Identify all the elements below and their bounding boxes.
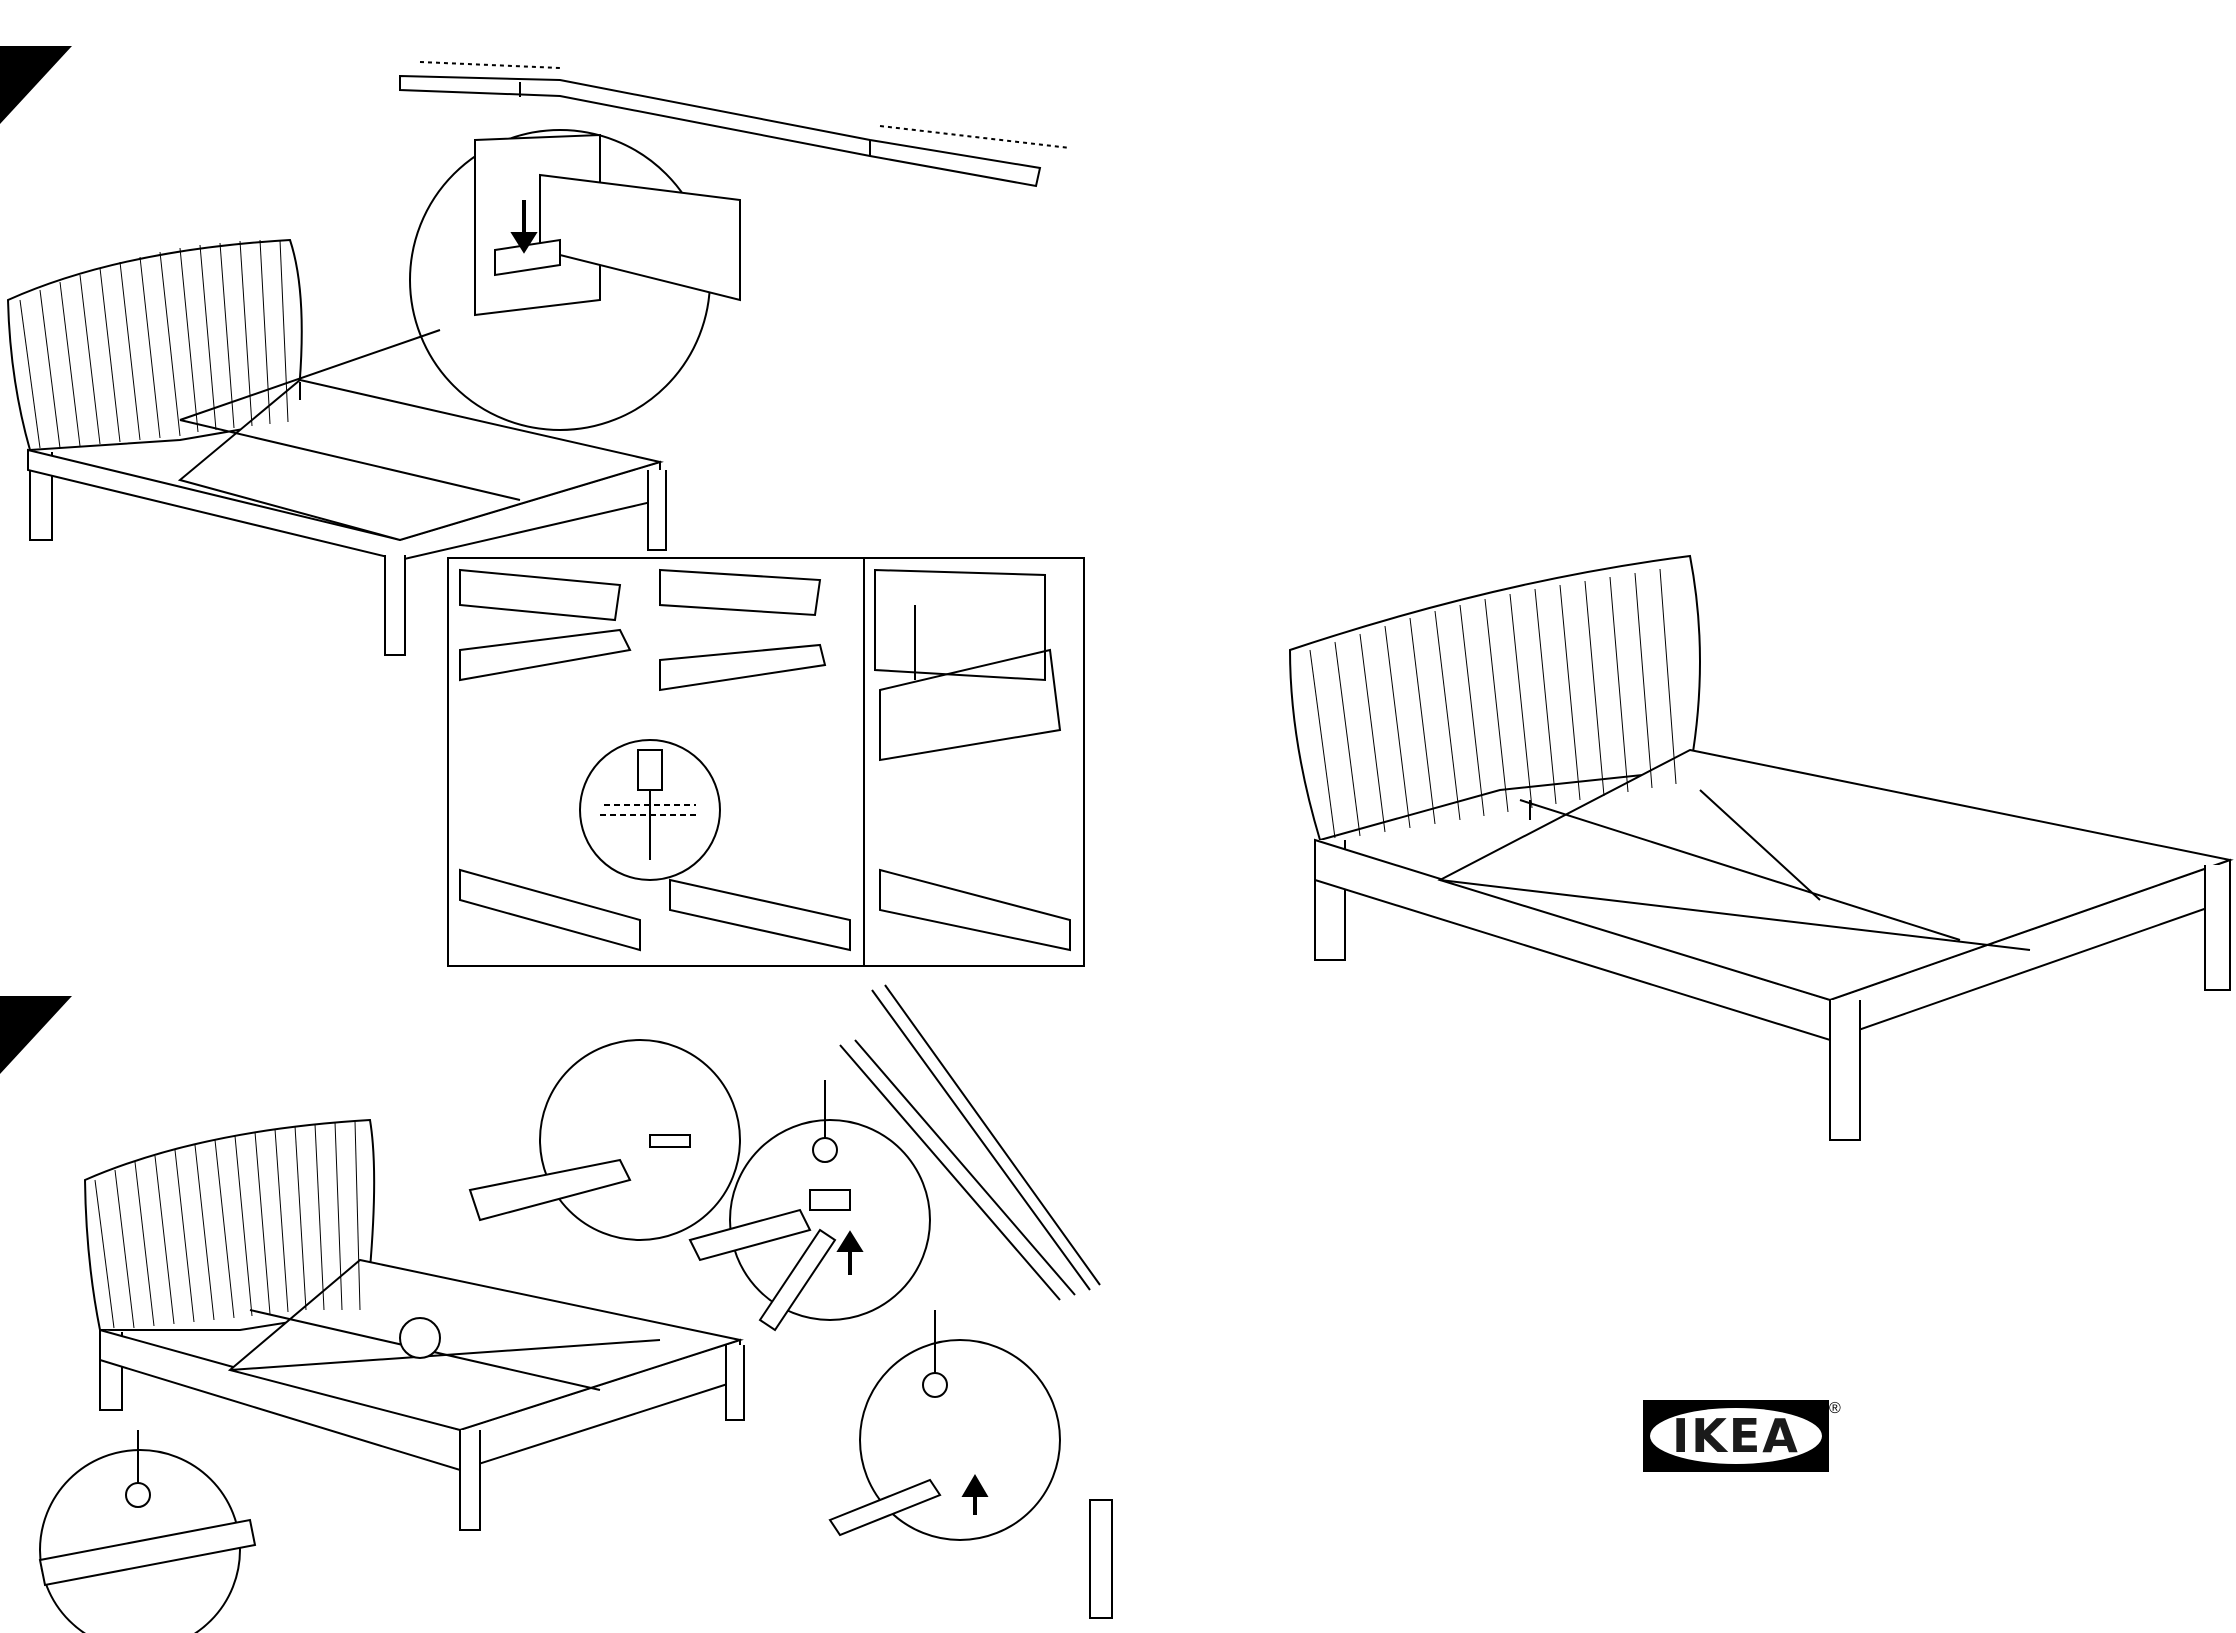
headboard-slats-a <box>19 239 289 449</box>
detail-circle-a <box>179 129 741 431</box>
inset-left-rails <box>459 568 851 952</box>
page-tab <box>1089 1499 1113 1619</box>
detail-circle-b2 <box>688 1080 931 1332</box>
diagonal-rails <box>839 984 1101 1301</box>
detail-circle-b3 <box>828 1310 1061 1541</box>
bed-large <box>1288 554 2234 1141</box>
registered-mark: ® <box>1829 1400 1841 1417</box>
down-arrow-a <box>510 200 538 254</box>
headboard-slats-b <box>94 1120 361 1329</box>
logo-wordmark: IKEA <box>1672 1409 1800 1463</box>
detail-circle-b1 <box>468 1039 741 1241</box>
inset-right-rails <box>874 568 1071 952</box>
ikea-logo: IKEA ® <box>1643 1400 1843 1472</box>
up-arrow-b3 <box>961 1474 989 1515</box>
step-marker-b <box>0 996 72 1074</box>
bed-step-a <box>6 238 667 656</box>
detail-inset-box <box>447 557 1085 967</box>
center-beam-top <box>399 61 1071 188</box>
detail-circle-b4 <box>38 1430 257 1633</box>
logo-frame <box>1643 1400 1829 1472</box>
up-arrow-b2 <box>836 1230 864 1275</box>
headboard-slats-large <box>1309 568 1677 839</box>
step-marker-a <box>0 46 72 124</box>
